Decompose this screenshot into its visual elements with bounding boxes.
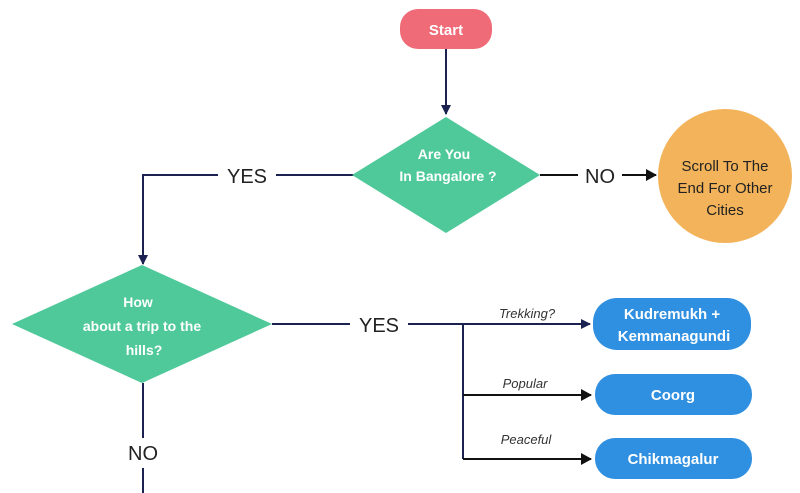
edge-label-peaceful: Peaceful xyxy=(501,432,553,447)
decision-hills-trip-line1: How xyxy=(123,294,153,310)
node-other-cities-line1: Scroll To The xyxy=(682,158,769,175)
edge-label-q1-no: NO xyxy=(585,166,615,188)
decision-hills-trip-line2: about a trip to the xyxy=(83,318,201,334)
node-kudremukh-line1: Kudremukh + xyxy=(624,306,721,323)
decision-hills-trip-line3: hills? xyxy=(126,342,163,358)
connectors xyxy=(138,48,657,493)
decision-in-bangalore-line1: Are You xyxy=(418,146,470,162)
node-kudremukh: Kudremukh + Kemmanagundi xyxy=(593,298,751,350)
node-coorg: Coorg xyxy=(595,374,752,415)
node-other-cities-line3: Cities xyxy=(706,202,744,219)
decision-in-bangalore-line2: In Bangalore ? xyxy=(399,168,496,184)
node-kudremukh-line2: Kemmanagundi xyxy=(618,328,731,345)
edge-label-q2-no: NO xyxy=(128,443,158,465)
decision-in-bangalore: Are You In Bangalore ? xyxy=(352,117,540,233)
edge-label-popular: Popular xyxy=(503,376,548,391)
decision-hills-trip: How about a trip to the hills? xyxy=(12,265,272,383)
node-start: Start xyxy=(400,9,492,49)
edge-label-trekking: Trekking? xyxy=(499,306,556,321)
edge-label-q2-yes: YES xyxy=(359,315,399,337)
node-other-cities-line2: End For Other xyxy=(677,180,772,197)
node-other-cities: Scroll To The End For Other Cities xyxy=(658,109,792,243)
node-coorg-label: Coorg xyxy=(651,387,695,404)
edge-label-q1-yes: YES xyxy=(227,166,267,188)
edge-q1-yes xyxy=(138,174,354,265)
node-chikmagalur: Chikmagalur xyxy=(595,438,752,479)
node-start-label: Start xyxy=(429,22,463,39)
node-chikmagalur-label: Chikmagalur xyxy=(628,451,719,468)
